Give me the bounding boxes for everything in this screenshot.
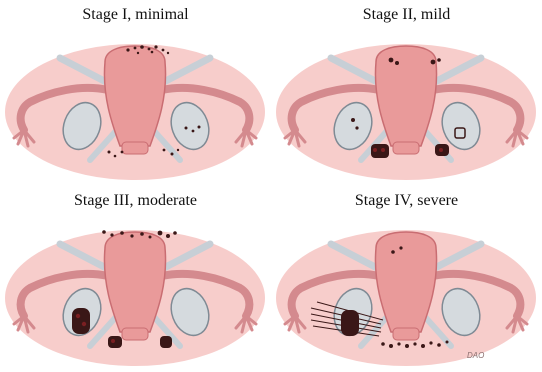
stage-2-illustration [271, 0, 542, 186]
artist-signature: DAO [467, 351, 484, 360]
stage-2-panel: Stage II, mild [271, 0, 542, 186]
stage-1-illustration [0, 0, 271, 186]
stage-3-panel: Stage III, moderate [0, 186, 271, 372]
cervix [393, 328, 419, 340]
stage-4-illustration: DAO [271, 186, 542, 372]
cervix [122, 328, 148, 340]
stage-1-panel: Stage I, minimal [0, 0, 271, 186]
stage-3-illustration [0, 186, 271, 372]
cervix [393, 142, 419, 154]
stage-4-panel: Stage IV, severe DAO [271, 186, 542, 372]
cervix [122, 142, 148, 154]
